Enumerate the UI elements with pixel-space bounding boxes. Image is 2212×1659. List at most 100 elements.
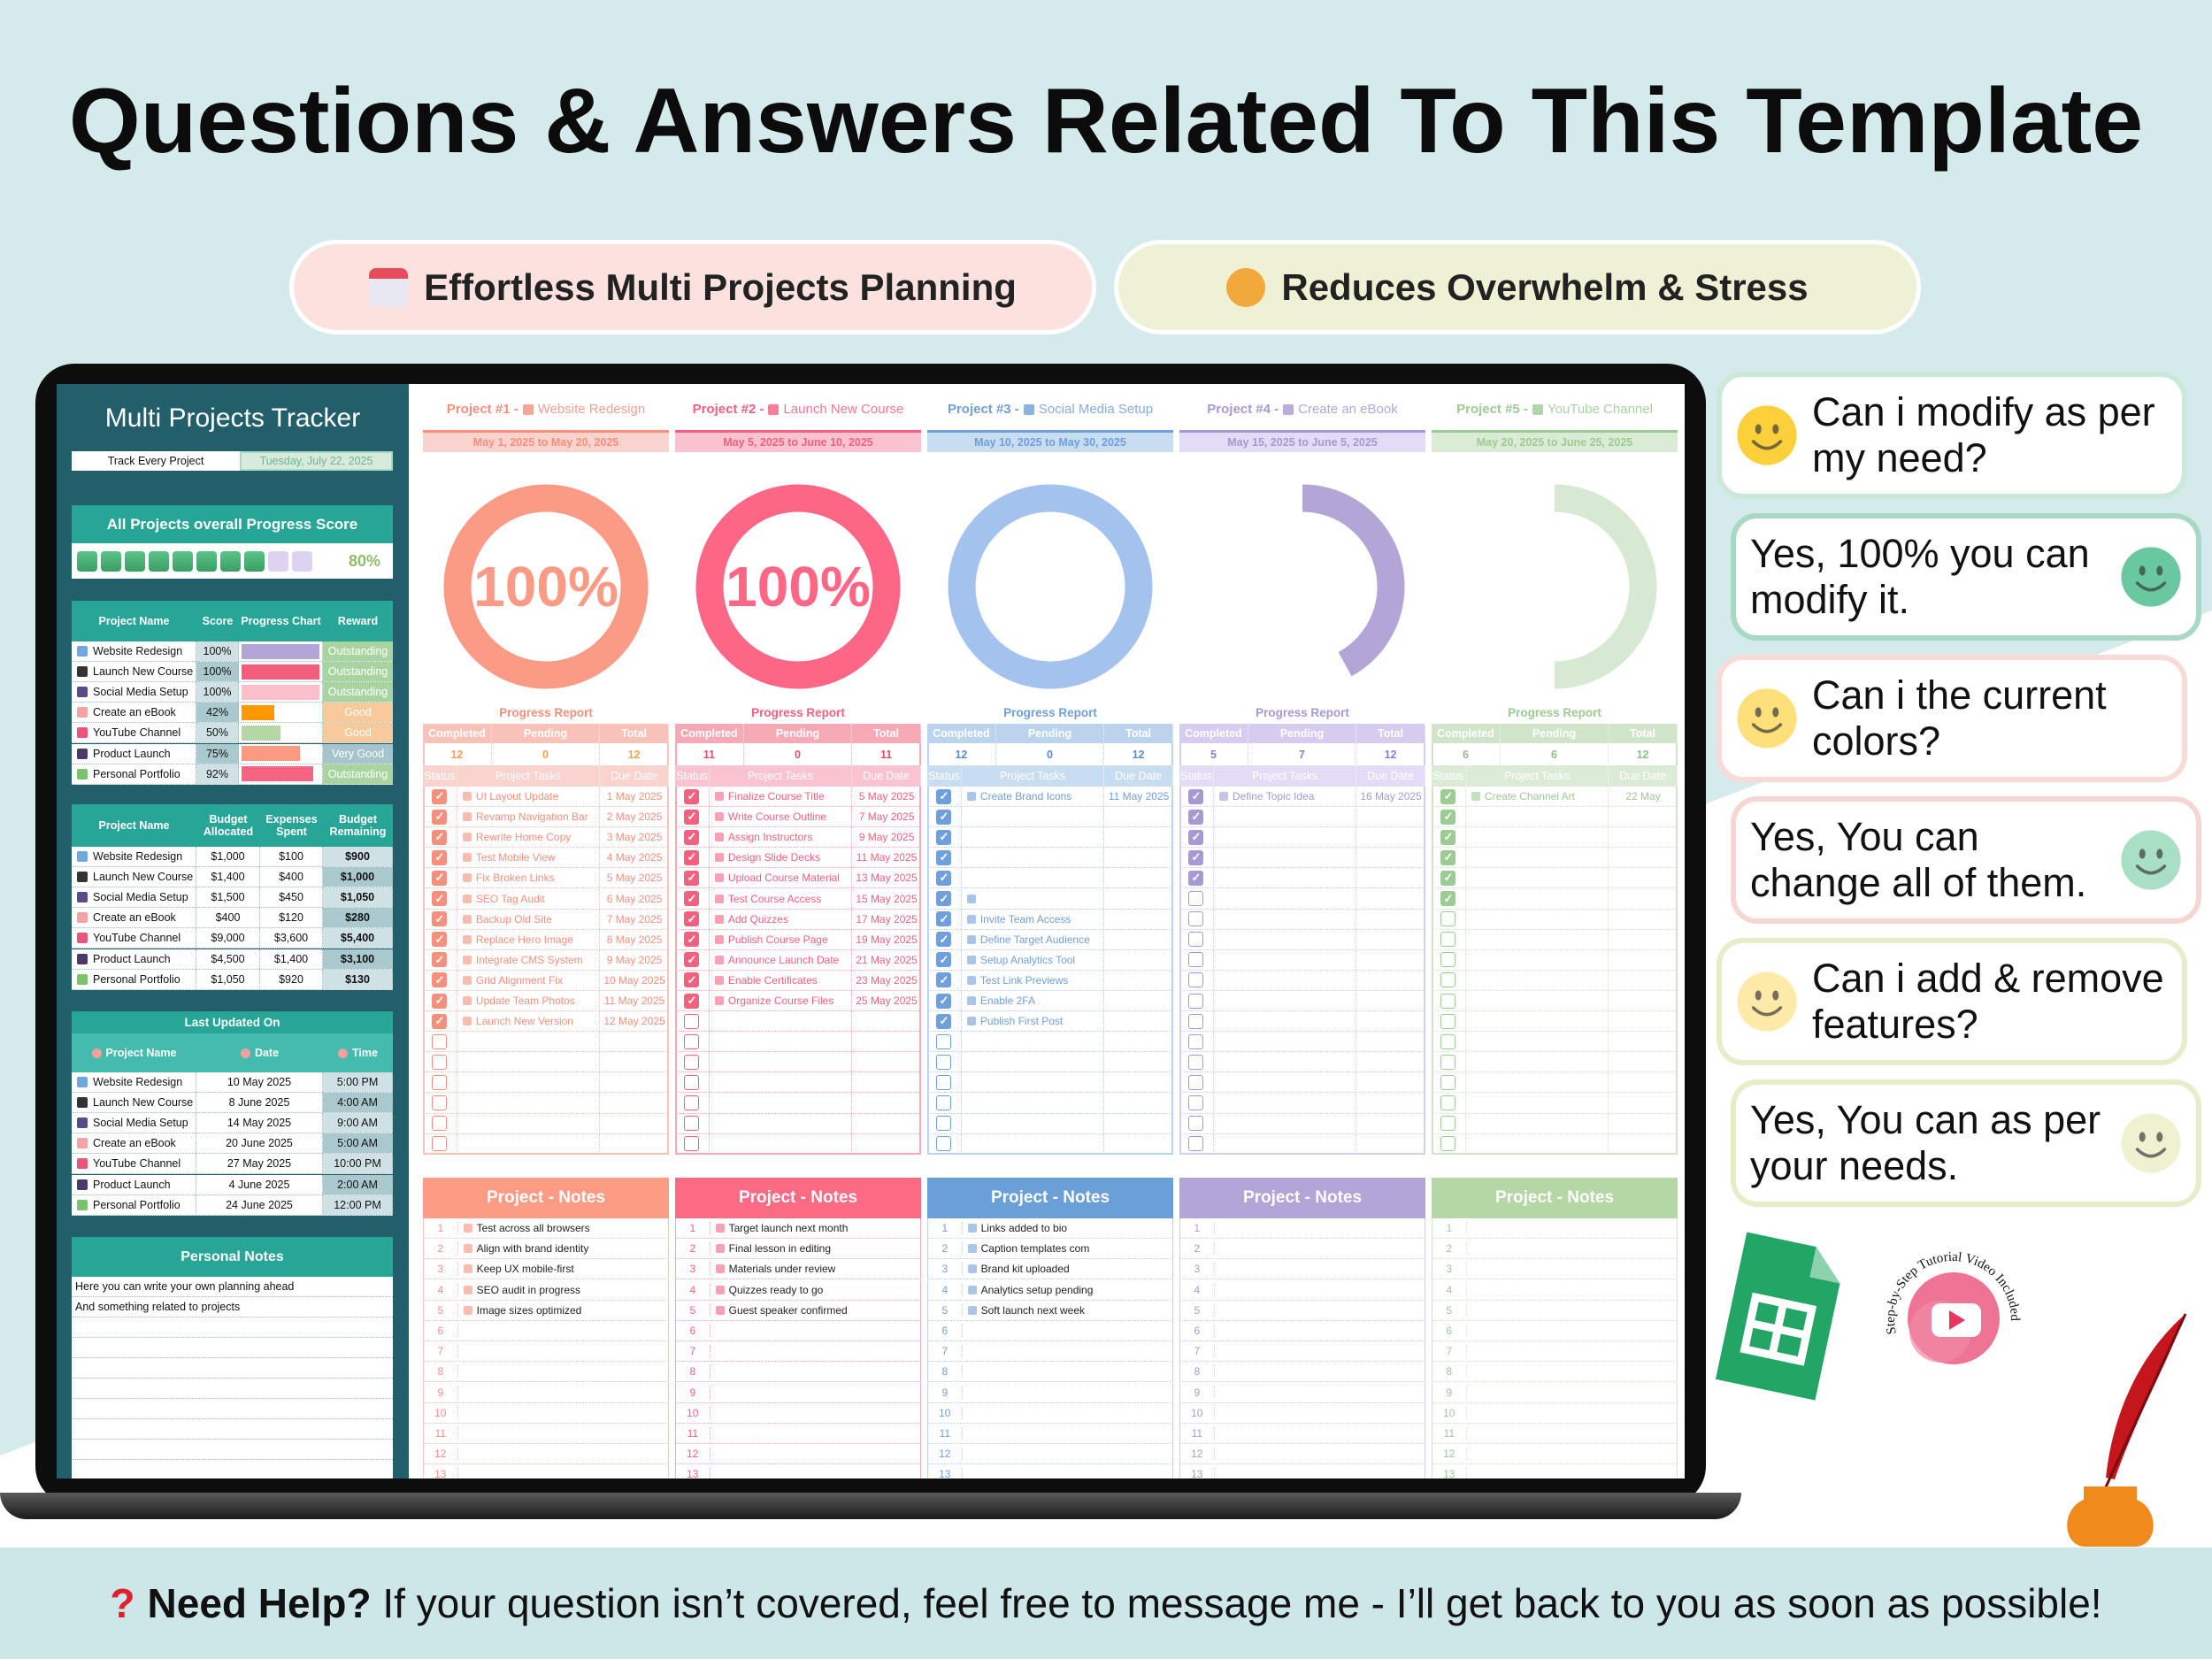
note-cell[interactable]: Test across all browsers	[458, 1222, 668, 1234]
task-cell[interactable]	[962, 807, 1105, 827]
task-cell[interactable]	[1466, 909, 1609, 929]
status-checkbox[interactable]	[1440, 1013, 1456, 1029]
status-checkbox[interactable]	[1440, 1054, 1456, 1070]
task-cell[interactable]	[1214, 1093, 1357, 1113]
task-cell[interactable]: Create Brand Icons	[962, 787, 1105, 807]
status-checkbox[interactable]	[432, 1095, 448, 1111]
task-cell[interactable]	[1466, 1052, 1609, 1072]
task-cell[interactable]	[1214, 1072, 1357, 1093]
status-checkbox[interactable]: ✓	[1188, 849, 1204, 865]
status-checkbox[interactable]: ✓	[1188, 809, 1204, 825]
status-checkbox[interactable]	[1188, 1013, 1204, 1029]
task-cell[interactable]	[962, 827, 1105, 848]
task-cell[interactable]	[1466, 1093, 1609, 1113]
note-cell[interactable]: Brand kit uploaded	[963, 1263, 1172, 1275]
personal-note-line[interactable]: Here you can write your own planning ahe…	[72, 1277, 393, 1298]
task-cell[interactable]: Revamp Navigation Bar	[457, 807, 601, 827]
note-cell[interactable]: Quizzes ready to go	[710, 1284, 920, 1296]
task-cell[interactable]	[1214, 1011, 1357, 1032]
task-cell[interactable]	[1214, 1113, 1357, 1133]
status-checkbox[interactable]: ✓	[432, 870, 448, 886]
task-cell[interactable]	[1214, 888, 1357, 909]
status-checkbox[interactable]: ✓	[432, 932, 448, 948]
status-checkbox[interactable]	[432, 1136, 448, 1152]
status-checkbox[interactable]: ✓	[432, 911, 448, 927]
status-checkbox[interactable]	[432, 1116, 448, 1132]
task-cell[interactable]	[1214, 1032, 1357, 1052]
task-cell[interactable]: Finalize Course Title	[710, 787, 853, 807]
status-checkbox[interactable]: ✓	[684, 972, 700, 988]
status-checkbox[interactable]	[1188, 972, 1204, 988]
personal-note-line[interactable]	[72, 1440, 393, 1461]
status-checkbox[interactable]: ✓	[936, 952, 952, 968]
task-cell[interactable]: Backup Old Site	[457, 909, 601, 929]
task-cell[interactable]	[1466, 827, 1609, 848]
status-checkbox[interactable]: ✓	[684, 788, 700, 804]
note-cell[interactable]: Keep UX mobile-first	[458, 1263, 668, 1275]
status-checkbox[interactable]: ✓	[1440, 809, 1456, 825]
task-cell[interactable]: Invite Team Access	[962, 909, 1105, 929]
status-checkbox[interactable]: ✓	[684, 993, 700, 1009]
task-cell[interactable]: Test Course Access	[710, 888, 853, 909]
status-checkbox[interactable]: ✓	[1440, 870, 1456, 886]
status-checkbox[interactable]	[684, 1095, 700, 1111]
status-checkbox[interactable]	[1188, 911, 1204, 927]
status-checkbox[interactable]	[1440, 1074, 1456, 1090]
task-cell[interactable]	[1466, 949, 1609, 970]
task-cell[interactable]: Assign Instructors	[710, 827, 853, 848]
status-checkbox[interactable]	[1188, 993, 1204, 1009]
task-cell[interactable]: Add Quizzes	[710, 909, 853, 929]
status-checkbox[interactable]	[936, 1136, 952, 1152]
task-cell[interactable]	[1214, 970, 1357, 990]
task-cell[interactable]	[457, 1072, 601, 1093]
status-checkbox[interactable]	[1440, 1136, 1456, 1152]
task-cell[interactable]: Grid Alignment Fix	[457, 970, 601, 990]
task-cell[interactable]: Launch New Version	[457, 1011, 601, 1032]
task-cell[interactable]: Update Team Photos	[457, 991, 601, 1011]
status-checkbox[interactable]	[684, 1054, 700, 1070]
personal-note-line[interactable]	[72, 1358, 393, 1379]
task-cell[interactable]	[457, 1133, 601, 1154]
task-cell[interactable]	[710, 1133, 853, 1154]
task-cell[interactable]	[457, 1052, 601, 1072]
note-cell[interactable]: SEO audit in progress	[458, 1284, 668, 1296]
status-checkbox[interactable]	[1440, 1095, 1456, 1111]
status-checkbox[interactable]: ✓	[1440, 849, 1456, 865]
task-cell[interactable]	[1466, 1072, 1609, 1093]
personal-note-line[interactable]	[72, 1399, 393, 1420]
status-checkbox[interactable]: ✓	[1440, 788, 1456, 804]
task-cell[interactable]	[1214, 909, 1357, 929]
task-cell[interactable]	[1466, 868, 1609, 888]
note-cell[interactable]: Materials under review	[710, 1263, 920, 1275]
personal-note-line[interactable]	[72, 1460, 393, 1479]
note-cell[interactable]: Align with brand identity	[458, 1242, 668, 1255]
status-checkbox[interactable]: ✓	[936, 972, 952, 988]
task-cell[interactable]	[962, 1093, 1105, 1113]
task-cell[interactable]	[962, 1072, 1105, 1093]
status-checkbox[interactable]	[432, 1054, 448, 1070]
task-cell[interactable]: Integrate CMS System	[457, 949, 601, 970]
status-checkbox[interactable]: ✓	[684, 911, 700, 927]
task-cell[interactable]: Publish Course Page	[710, 929, 853, 949]
task-cell[interactable]	[1466, 991, 1609, 1011]
task-cell[interactable]	[1214, 1052, 1357, 1072]
task-cell[interactable]	[1466, 1011, 1609, 1032]
task-cell[interactable]	[710, 1072, 853, 1093]
status-checkbox[interactable]	[1188, 1095, 1204, 1111]
personal-note-line[interactable]	[72, 1338, 393, 1359]
task-cell[interactable]	[1214, 991, 1357, 1011]
note-cell[interactable]: Caption templates com	[963, 1242, 1172, 1255]
status-checkbox[interactable]	[684, 1136, 700, 1152]
task-cell[interactable]	[1214, 848, 1357, 868]
note-cell[interactable]: Target launch next month	[710, 1222, 920, 1234]
status-checkbox[interactable]	[1440, 932, 1456, 948]
note-cell[interactable]: Soft launch next week	[963, 1304, 1172, 1317]
status-checkbox[interactable]: ✓	[432, 1013, 448, 1029]
status-checkbox[interactable]: ✓	[684, 809, 700, 825]
task-cell[interactable]	[1214, 807, 1357, 827]
task-cell[interactable]: Define Topic Idea	[1214, 787, 1357, 807]
task-cell[interactable]: Enable Certificates	[710, 970, 853, 990]
status-checkbox[interactable]: ✓	[936, 891, 952, 907]
task-cell[interactable]: UI Layout Update	[457, 787, 601, 807]
status-checkbox[interactable]: ✓	[432, 972, 448, 988]
